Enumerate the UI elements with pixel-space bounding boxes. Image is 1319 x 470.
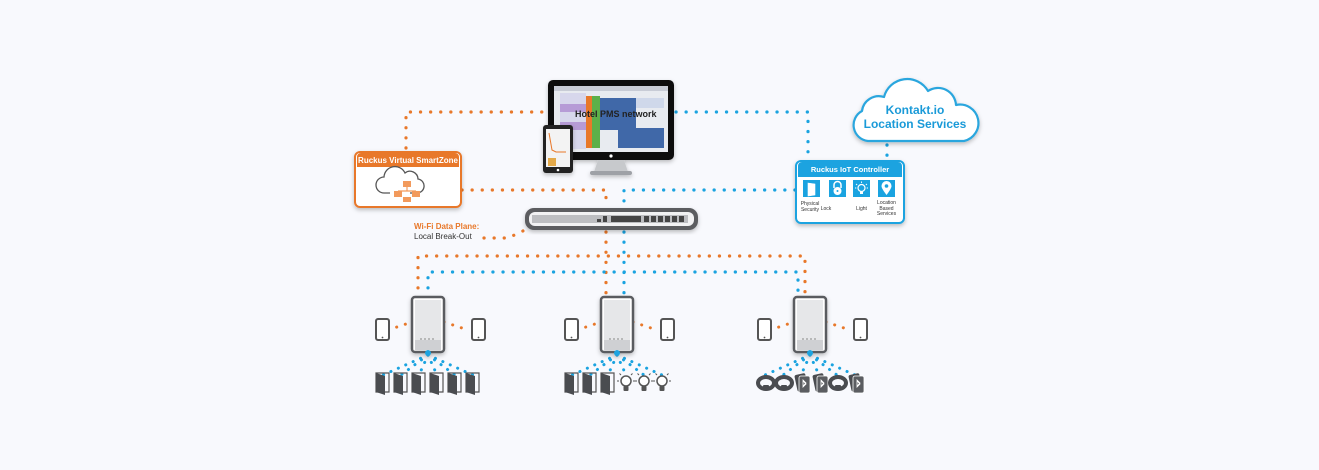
- pms-monitor-icon: [548, 80, 674, 175]
- lightbulb-icon: [635, 373, 653, 391]
- door-icon: [375, 372, 390, 395]
- client-tablet-icon: [757, 318, 772, 341]
- beacon-icon: [794, 373, 811, 394]
- door-icon: [411, 372, 426, 395]
- client-tablet-icon: [375, 318, 390, 341]
- iot-item-label-line: Lock: [820, 206, 832, 212]
- cloud-network-icon: [375, 165, 425, 202]
- iot-controller-box[interactable]: [795, 160, 905, 224]
- access-point-icon: [410, 295, 446, 356]
- beacon-icon: [848, 373, 865, 394]
- pms-tablet-icon: [543, 125, 573, 173]
- door-icon: [582, 372, 597, 395]
- iot-item-label-light: Light: [853, 206, 870, 213]
- lightbulb-icon: [653, 373, 671, 391]
- client-tablet-icon: [853, 318, 868, 341]
- iot-item-label-line: Location: [877, 200, 896, 206]
- client-tablet-icon: [564, 318, 579, 341]
- pms-label: Hotel PMS network: [575, 109, 657, 119]
- link-iot-switch: [622, 188, 797, 207]
- client-tablet-icon: [471, 318, 486, 341]
- client-tablet-icon: [660, 318, 675, 341]
- door-icon: [600, 372, 615, 395]
- wristband-icon: [828, 375, 848, 391]
- door-icon: [429, 372, 444, 395]
- lightbulb-icon: [853, 180, 870, 197]
- link-switch-aps-orange: [416, 230, 807, 300]
- iot-item-label-location: Location Based Services: [874, 200, 899, 218]
- ap-right[interactable]: [756, 295, 868, 394]
- iot-item-label-line: Light: [856, 206, 867, 212]
- link-switch-aps-blue: [426, 230, 800, 300]
- access-point-icon: [599, 295, 635, 356]
- kontakt-cloud-icon[interactable]: [852, 77, 980, 143]
- link-ap-devices: [381, 353, 475, 377]
- link-smartzone-pms: [404, 110, 550, 150]
- kontakt-label: Kontakt.io Location Services: [858, 103, 972, 131]
- iot-item-label-line: Based: [879, 205, 894, 212]
- access-point-icon: [792, 295, 828, 356]
- link-smartzone-switch: [460, 188, 608, 207]
- kontakt-label-line1: Kontakt.io: [885, 103, 945, 117]
- local-breakout-label: Local Break-Out: [414, 232, 472, 241]
- lock-icon: [829, 180, 846, 197]
- lightbulb-icon: [617, 373, 635, 391]
- ap-center[interactable]: [564, 295, 675, 395]
- iot-item-label-physical-security: Physical Security: [799, 201, 821, 213]
- link-ap-devices: [763, 353, 857, 377]
- kontakt-label-line2: Location Services: [863, 117, 967, 131]
- link-ap-devices: [570, 353, 664, 377]
- iot-item-label-lock: Lock: [818, 206, 834, 213]
- beacon-icon: [812, 373, 829, 394]
- door-icon: [447, 372, 462, 395]
- door-icon: [803, 180, 820, 197]
- link-pms-iot: [674, 110, 810, 162]
- wristband-icon: [774, 375, 794, 391]
- wifi-data-plane-label: Wi-Fi Data Plane:: [414, 222, 480, 231]
- wristband-icon: [756, 375, 776, 391]
- door-icon: [465, 372, 480, 395]
- network-switch-icon[interactable]: [525, 208, 698, 230]
- smartzone-title: Ruckus Virtual SmartZone: [358, 156, 458, 165]
- iot-item-label-line: Physical: [800, 201, 820, 207]
- ap-left[interactable]: [375, 295, 486, 395]
- iot-item-label-line: Security: [800, 206, 820, 213]
- location-pin-icon: [878, 180, 895, 197]
- iot-item-label-line: Services: [876, 211, 897, 217]
- iot-controller-title: Ruckus IoT Controller: [810, 165, 890, 174]
- door-icon: [564, 372, 579, 395]
- door-icon: [393, 372, 408, 395]
- link-breakout: [482, 228, 527, 240]
